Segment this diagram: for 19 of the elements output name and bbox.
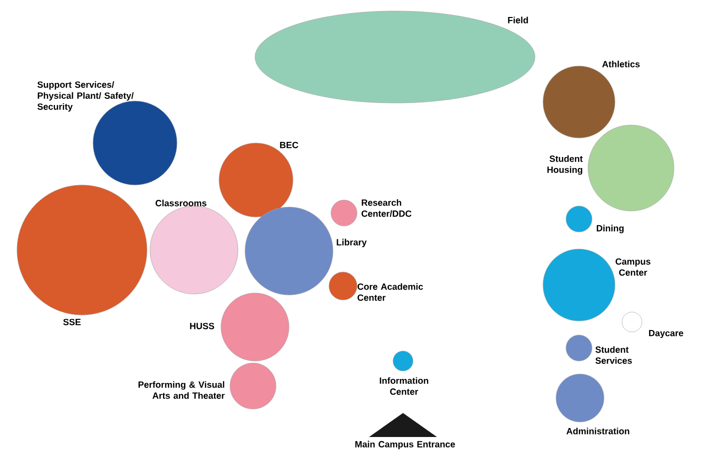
building-label: Information Center [380,377,428,395]
building-label: Research Center/DDC [362,199,412,217]
building-label: Student Services [595,346,632,364]
building-label: Core Academic Center [358,283,423,301]
building-label: Library [336,238,367,248]
building-label: Support Services/ Physical Plant/ Safety/ Security [37,81,134,112]
building-label: HUSS [190,322,214,330]
building-label: Daycare [649,330,684,338]
building-label: Dining [596,224,624,234]
building-label: Main Campus Entrance [355,440,455,450]
building-label: Campus Center [616,258,650,276]
building-label: Student Housing [547,155,583,175]
building-label: BEC [280,142,298,148]
building-label: Field [508,16,528,24]
building-label: SSE [63,318,81,326]
building-label: Administration [566,428,630,434]
building-label: Performing & Visual Arts and Theater [138,381,225,399]
building-label: Athletics [602,60,640,68]
building-label: Classrooms [156,200,206,206]
